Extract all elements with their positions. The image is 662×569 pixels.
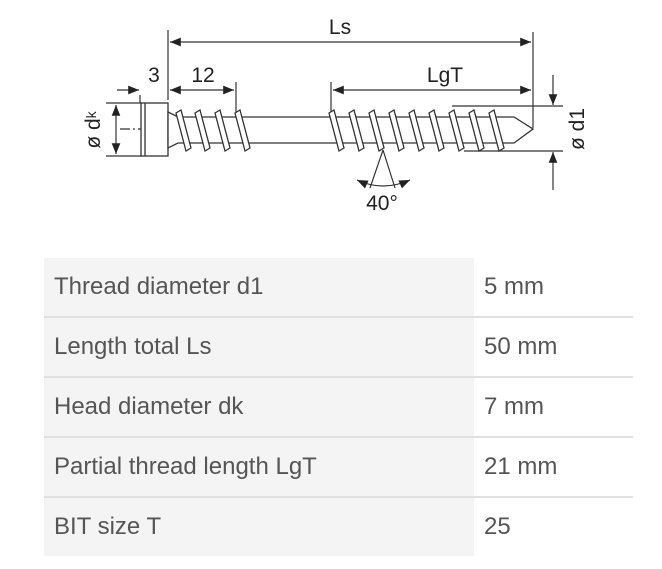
thread-flight	[175, 108, 192, 153]
spec-label: BIT size T	[44, 497, 474, 556]
spec-value: 5 mm	[474, 258, 633, 318]
spec-label: Length total Ls	[44, 317, 474, 378]
thread-flight	[488, 108, 505, 153]
spec-label: Thread diameter d1	[44, 258, 474, 318]
dim-lgt-label: LgT	[427, 64, 463, 87]
spec-value: 21 mm	[474, 437, 633, 498]
thread-flight	[194, 108, 211, 153]
thread-flight	[408, 108, 425, 153]
spec-label: Partial thread length LgT	[44, 437, 474, 498]
thread-flight	[448, 108, 465, 153]
thread-flight	[368, 108, 385, 153]
screw-technical-drawing: Ls LgT 3 12 40° ø dk ø d1	[82, 16, 589, 215]
spec-value: 50 mm	[474, 317, 633, 378]
dim-3-label: 3	[148, 64, 160, 87]
spec-value: 7 mm	[474, 377, 633, 438]
thread-flight	[214, 108, 231, 153]
thread-flight	[388, 108, 405, 153]
dim-dk-label: ø dk	[82, 110, 105, 148]
thread-flight	[234, 108, 251, 153]
spec-value: 25	[474, 497, 633, 556]
dim-d1-label: ø d1	[566, 108, 589, 150]
thread-flight	[328, 108, 345, 153]
dim-ls-label: Ls	[329, 16, 351, 39]
screw-body	[140, 102, 535, 157]
angle-label: 40°	[366, 192, 398, 215]
spec-label: Head diameter dk	[44, 377, 474, 438]
thread-flight	[428, 108, 445, 153]
dim-12-label: 12	[191, 64, 214, 87]
thread-flight	[348, 108, 365, 153]
thread-flight	[468, 108, 485, 153]
